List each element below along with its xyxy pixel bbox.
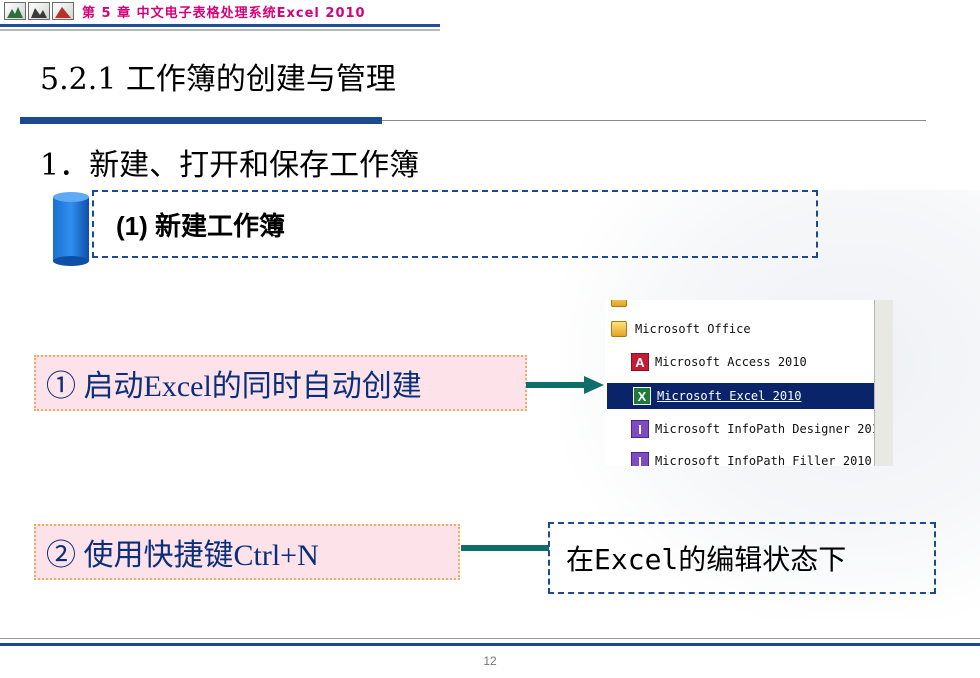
edit-state-text: 在Excel的编辑状态下 (566, 543, 847, 576)
menu-item-access[interactable]: A Microsoft Access 2010 (605, 349, 893, 375)
menu-item-label: Microsoft InfoPath Designer 2010 (655, 422, 887, 436)
menu-item-office-folder[interactable]: Microsoft Office (605, 316, 881, 342)
heading-text: (1) 新建工作簿 (116, 210, 286, 241)
subtitle: 1．新建、打开和保存工作簿 (40, 148, 420, 183)
menu-item-label: Microsoft Access 2010 (655, 355, 807, 369)
method-1-box: ① 启动Excel的同时自动创建 (34, 355, 527, 411)
slide-nav-icon-3[interactable] (52, 2, 74, 20)
edit-state-box: 在Excel的编辑状态下 (548, 522, 936, 594)
folder-icon (611, 321, 627, 337)
section-rule-thick (20, 117, 382, 124)
chapter-title: 第 5 章 中文电子表格处理系统Excel 2010 (82, 5, 366, 21)
excel-icon: X (633, 387, 651, 405)
connector-line (461, 545, 549, 551)
menu-item-infopath-filler[interactable]: I Microsoft InfoPath Filler 2010 (605, 448, 893, 466)
infopath-icon: I (631, 420, 649, 438)
infopath-icon: I (631, 452, 649, 466)
section-rule-thin (382, 120, 926, 121)
method-2-text: ② 使用快捷键Ctrl+N (46, 539, 319, 572)
header-icon-group (4, 2, 74, 20)
menu-scrollbar[interactable] (874, 300, 893, 466)
menu-item-label: Microsoft Excel 2010 (657, 389, 802, 403)
header-rule (0, 24, 440, 27)
arrow-right-icon (526, 376, 604, 394)
method-2-box: ② 使用快捷键Ctrl+N (34, 524, 460, 580)
header-rule-secondary (0, 29, 440, 31)
slide-nav-icon-1[interactable] (4, 2, 26, 20)
cylinder-icon (53, 192, 89, 266)
chapter-header: 第 5 章 中文电子表格处理系统Excel 2010 (0, 0, 440, 22)
section-title: 5.2.1 工作簿的创建与管理 (40, 62, 396, 97)
menu-item-label: Microsoft InfoPath Filler 2010 (655, 454, 872, 466)
footer-rule (0, 643, 980, 646)
menu-item-excel[interactable]: X Microsoft Excel 2010 (607, 383, 893, 409)
heading-box: (1) 新建工作簿 (92, 190, 818, 258)
menu-item-label: Microsoft Office (635, 322, 751, 336)
folder-icon (611, 300, 627, 307)
page-number: 12 (483, 654, 497, 668)
menu-item-infopath-designer[interactable]: I Microsoft InfoPath Designer 2010 (605, 416, 893, 442)
access-icon: A (631, 353, 649, 371)
start-menu-screenshot: Microsoft Office A Microsoft Access 2010… (605, 300, 893, 466)
menu-item-partial (605, 300, 881, 312)
method-1-text: ① 启动Excel的同时自动创建 (46, 370, 422, 403)
slide-nav-icon-2[interactable] (28, 2, 50, 20)
footer-rule-thin (0, 638, 980, 639)
